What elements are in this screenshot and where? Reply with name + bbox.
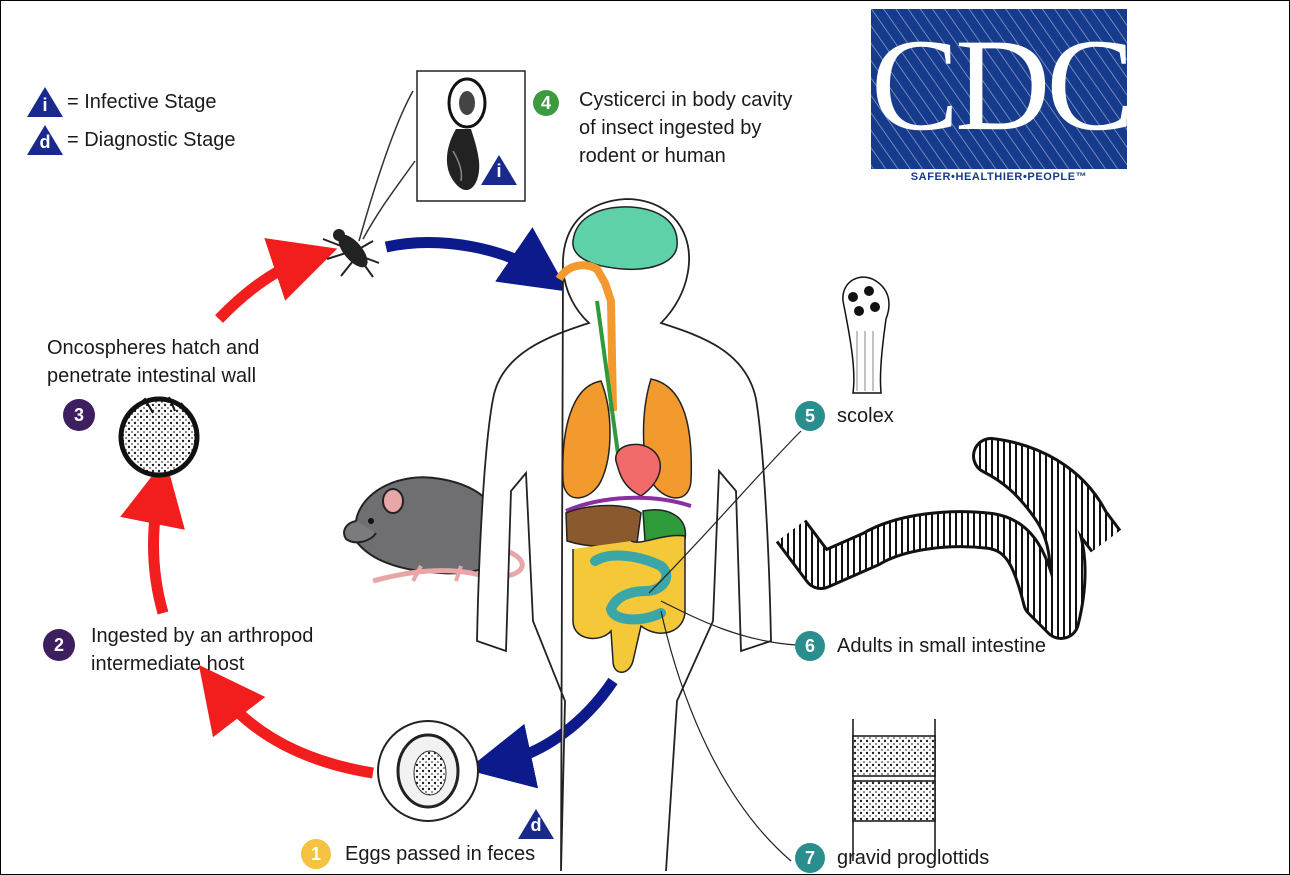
stage-4-label-line-2: of insect ingested by [579,115,761,141]
adult-worm-icon [791,456,1106,621]
stage-3-badge: 3 [63,399,95,431]
infective-marker-symbol: i [481,161,517,182]
stage-4-badge: 4 [533,90,559,116]
stage-6-badge: 6 [795,631,825,661]
egg-icon [378,721,478,821]
brain-organ [573,207,677,269]
stage-2-label-line-2: intermediate host [91,651,244,677]
cdc-tagline: SAFER•HEALTHIER•PEOPLE™ [871,171,1127,183]
cdc-logo: CDC SAFER•HEALTHIER•PEOPLE™ [871,9,1127,187]
red-arrow-stage2-to-3 [153,491,163,613]
infective-symbol: i [27,95,63,116]
cdc-logo-box: CDC [871,9,1127,169]
stage-3-label-line-1: Oncospheres hatch and [47,335,259,361]
liver-organ [566,506,641,547]
proglottids-icon [853,719,935,861]
scolex-icon [843,277,889,393]
stage-5-label: scolex [837,403,894,429]
stage-2-badge: 2 [43,629,75,661]
blue-arrow-insect-to-human [386,243,541,273]
stage-3-label-line-2: penetrate intestinal wall [47,363,256,389]
cdc-logo-text: CDC [871,15,1127,155]
red-arrow-stage3-to-4 [219,259,306,319]
stage-6-label: Adults in small intestine [837,633,1046,659]
infective-stage-label: = Infective Stage [67,89,217,115]
stage-5-badge: 5 [795,401,825,431]
stage-2-label-line-1: Ingested by an arthropod [91,623,313,649]
diagnostic-marker-symbol: d [518,815,554,836]
stage-1-label: Eggs passed in feces [345,841,535,867]
stage-7-label: gravid proglottids [837,845,989,871]
stage-7-badge: 7 [795,843,825,873]
stage-4-label-line-3: rodent or human [579,143,726,169]
diagnostic-stage-label: = Diagnostic Stage [67,127,235,153]
stage-1-badge: 1 [301,839,331,869]
blue-arrow-human-to-eggs [499,681,613,763]
red-arrow-stage1-to-2 [219,691,373,773]
oncosphere-icon [121,397,197,475]
diagnostic-symbol: d [27,132,63,153]
stage-4-label-line-1: Cysticerci in body cavity [579,87,792,113]
